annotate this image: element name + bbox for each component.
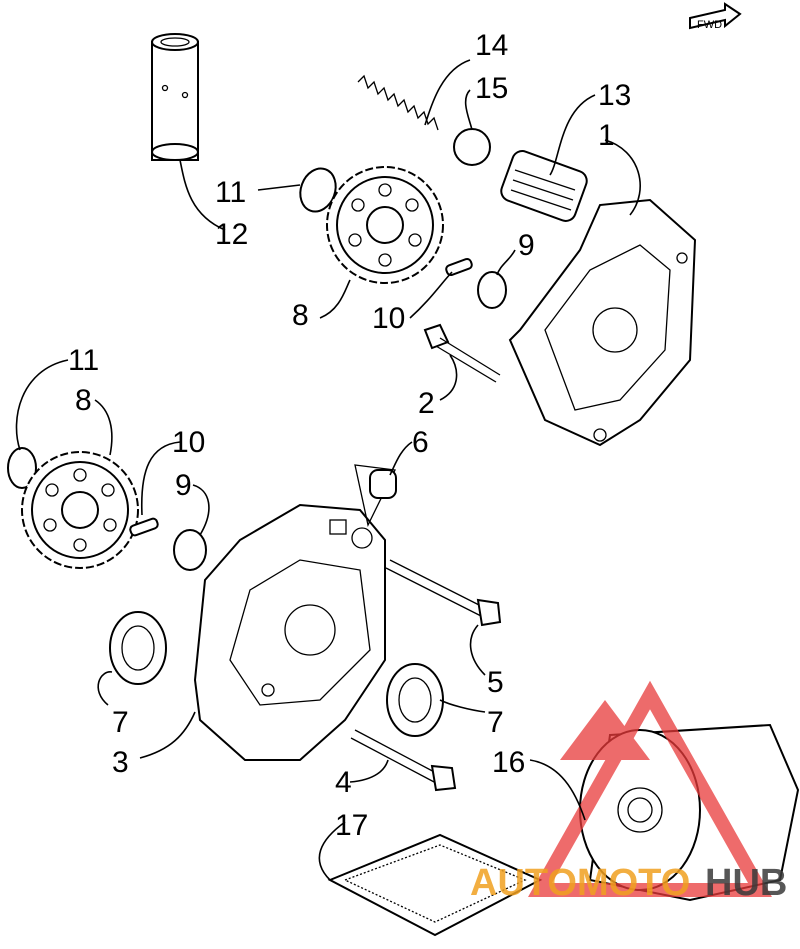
seal-right	[386, 663, 444, 737]
fwd-label: FWD	[697, 19, 722, 31]
callout-9-top: 9	[518, 229, 535, 262]
callout-10-top: 10	[372, 302, 405, 335]
callout-8-top: 8	[292, 299, 309, 332]
callout-11-top: 11	[215, 176, 246, 209]
callout-11-left: 11	[68, 344, 99, 377]
pump-housing-top	[508, 198, 697, 447]
watermark-brand-part2: HUB	[705, 862, 787, 904]
callout-12: 12	[215, 218, 248, 251]
callout-1: 1	[598, 119, 615, 152]
callout-6: 6	[412, 426, 429, 459]
callout-7-right: 7	[487, 706, 504, 739]
callout-16: 16	[492, 746, 525, 779]
callout-3: 3	[112, 746, 129, 779]
strainer-tube	[151, 33, 199, 161]
callout-2: 2	[418, 387, 435, 420]
bolt-icon	[423, 323, 501, 383]
bolt-4	[350, 729, 457, 792]
callout-4: 4	[335, 766, 352, 799]
callout-5: 5	[487, 666, 504, 699]
callout-13: 13	[598, 79, 631, 112]
pin-left	[129, 517, 159, 537]
washer-left	[173, 529, 207, 571]
relief-plunger	[500, 150, 588, 222]
watermark-logo	[528, 680, 772, 897]
seal-icon	[109, 611, 167, 685]
fwd-arrow-icon: FWD	[689, 2, 742, 31]
callout-10-left: 10	[172, 426, 205, 459]
callout-17: 17	[335, 809, 368, 842]
callout-9-left: 9	[175, 469, 192, 502]
collar	[369, 469, 397, 499]
pump-body-main	[193, 464, 396, 761]
gear-icon	[326, 166, 444, 284]
callout-8-left: 8	[75, 384, 92, 417]
spring-icon	[357, 74, 439, 131]
pin-top	[445, 257, 473, 277]
washer-top	[477, 271, 507, 309]
watermark-brand-part1: AUTOMOTO	[470, 862, 690, 904]
gear-left	[21, 451, 139, 569]
callout-7-left: 7	[112, 706, 129, 739]
bolt-5	[385, 559, 502, 627]
callout-14: 14	[475, 29, 508, 62]
callout-15: 15	[475, 72, 508, 105]
snap-ring-left	[7, 447, 37, 489]
ball-icon	[453, 128, 491, 166]
